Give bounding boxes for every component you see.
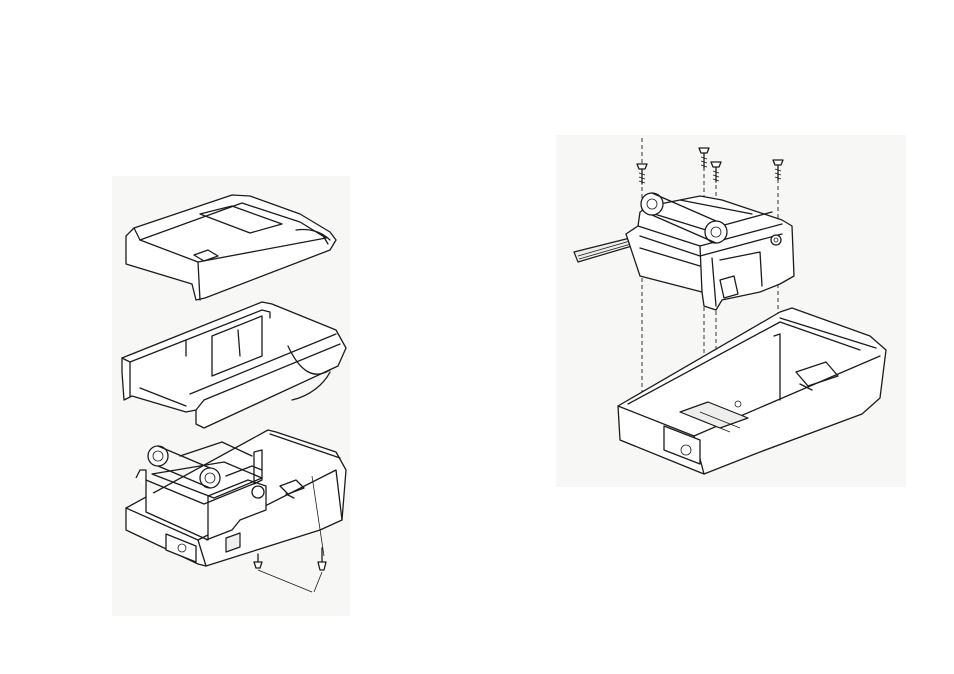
screw-icon (773, 160, 783, 180)
base-tray (618, 308, 886, 474)
mounting-screws (637, 148, 783, 184)
printer-mechanism (626, 193, 794, 310)
ribbon-cable (574, 238, 632, 262)
screw-icon (699, 148, 709, 168)
screw-icon (711, 162, 721, 182)
screw-icon (637, 164, 647, 184)
